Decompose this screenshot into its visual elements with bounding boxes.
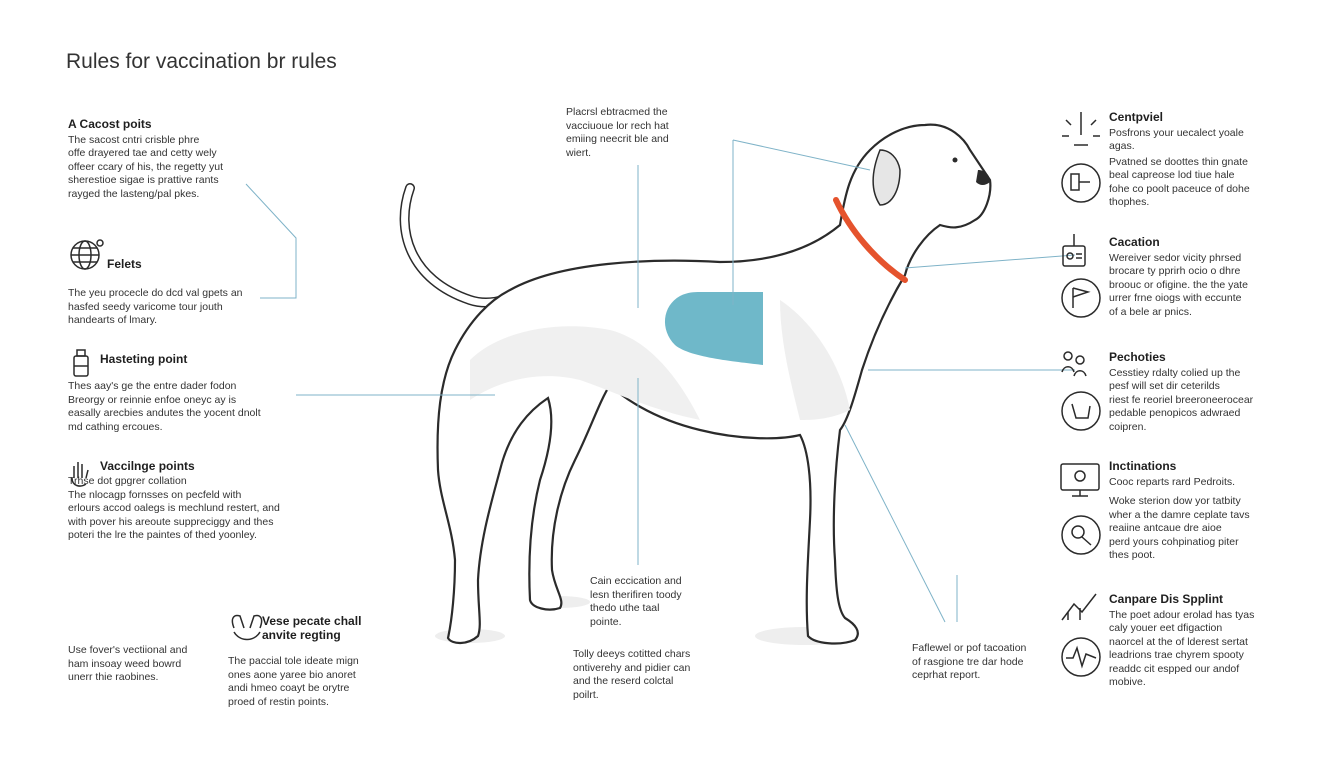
left-block-4: Trhse dot gpgrer collation The nlocagp f… — [68, 475, 280, 541]
right-block-1: Centpviel Posfrons your uecalect yoale a… — [1109, 110, 1250, 208]
bottle-icon — [73, 349, 89, 377]
dog-body — [436, 123, 992, 645]
left-block-2: The yeu procecle do dcd val gpets an has… — [68, 287, 243, 326]
dog-eye — [952, 157, 958, 163]
left-block-6-head: Vese pecate chall anvite regting — [262, 614, 362, 642]
chart-icon — [1061, 593, 1097, 621]
right-block-3: Pechoties Cesstiey rdalty colied up the … — [1109, 350, 1254, 433]
left-block-6: The paccial tole ideate mign ones aone y… — [228, 655, 359, 708]
sun-alert-icon — [1062, 112, 1100, 146]
left-block-2-head: Felets — [107, 257, 142, 271]
left-block-4-head: Vaccilnge points — [100, 459, 195, 473]
left-block-3: Thes aay's ge the entre dader fodon Breo… — [68, 380, 261, 433]
center-note-middle: Cain eccication and lesn therifiren tood… — [590, 575, 682, 628]
callout-line — [844, 424, 946, 623]
vaccine-site-patch — [664, 292, 763, 365]
center-note-right: Faflewel or pof tacoation of rasgione tr… — [912, 642, 1027, 681]
dog-tail — [399, 183, 520, 308]
callout-line — [245, 183, 297, 299]
globe-icon — [70, 239, 104, 270]
page-title: Rules for vaccination br rules — [66, 50, 337, 73]
left-block-5: Use fover's vectiional and ham insoay we… — [68, 644, 188, 683]
center-note-top: Placrsl ebtracmed the vacciuoue lor rech… — [566, 106, 669, 159]
left-block-3-head: Hasteting point — [100, 352, 188, 366]
monitor-icon — [1060, 463, 1100, 497]
callout-lines — [245, 139, 1076, 623]
center-note-bottom: Tolly deeys cotitted chars ontiverehy an… — [573, 648, 691, 701]
dog-ear — [872, 149, 901, 206]
people-icon — [1061, 351, 1087, 377]
left-block-1: A Cacost poits The sacost cntri crisble … — [68, 117, 224, 200]
search-icon — [1061, 515, 1101, 555]
thermometer-icon — [1061, 163, 1101, 203]
bandage-icon — [231, 614, 263, 641]
dog-nose — [976, 170, 990, 185]
right-block-4: Inctinations Cooc reparts rard Pedroits.… — [1109, 459, 1250, 561]
right-block-2: Cacation Wereiver sedor vicity phrsed br… — [1109, 235, 1248, 318]
right-block-5: Canpare Dis Spplint The poet adour erola… — [1109, 592, 1255, 688]
callout-line — [904, 254, 1076, 269]
heartbeat-icon — [1061, 637, 1101, 677]
hand-icon — [71, 462, 89, 487]
id-card-icon — [1062, 234, 1086, 267]
dog-collar — [833, 197, 908, 283]
flag-icon — [1061, 278, 1101, 318]
callout-line — [732, 139, 871, 171]
hand-care-icon — [1061, 391, 1101, 431]
